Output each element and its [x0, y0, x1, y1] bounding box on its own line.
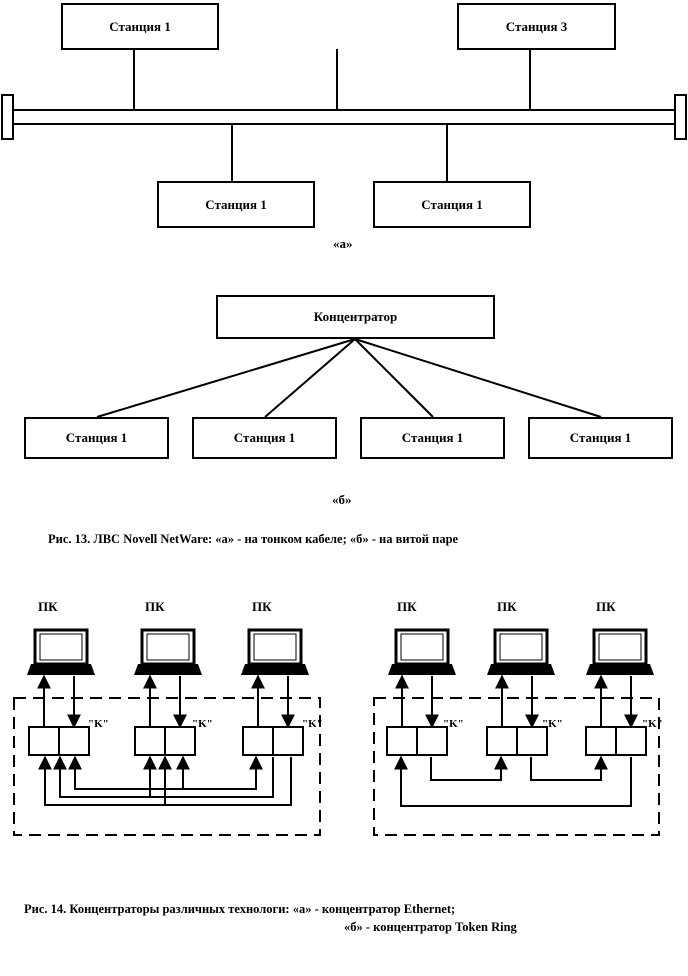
star-links: [96, 338, 602, 418]
port-k-label: "K": [443, 718, 464, 730]
port-blocks: [28, 726, 647, 756]
port-pair: [486, 726, 548, 756]
computer-icon: [241, 628, 309, 675]
pc-label: ПК: [252, 599, 272, 614]
pc-label: ПК: [38, 599, 58, 614]
port-pair: [242, 726, 304, 756]
hub-box: Концентратор: [216, 295, 495, 339]
label-a: «а»: [333, 236, 353, 251]
terminator-left: [1, 94, 14, 140]
station-box-top-right: Станция 3: [457, 3, 616, 50]
ethernet-interconnect: [38, 755, 292, 806]
label-b: «б»: [332, 492, 352, 507]
figure-14-caption-line-1: Рис. 14. Концентраторы различных техноло…: [24, 902, 456, 916]
star-station-3: Станция 1: [360, 417, 505, 459]
hub-enclosure-ethernet: [13, 697, 321, 836]
pc-label: ПК: [497, 599, 517, 614]
port-k-label: "K": [542, 718, 563, 730]
computer-icon: [487, 628, 555, 675]
port-pair: [134, 726, 196, 756]
port-pair: [585, 726, 647, 756]
figure-14-caption-line-2: «б» - концентратор Token Ring: [344, 920, 517, 934]
bus-drop-lines: [133, 49, 531, 181]
terminator-right: [674, 94, 687, 140]
port-pair: [386, 726, 448, 756]
computer-icon: [134, 628, 202, 675]
computer-icon: [586, 628, 654, 675]
hub-enclosure-token-ring: [373, 697, 660, 836]
star-station-4: Станция 1: [528, 417, 673, 459]
computer-icon: [27, 628, 95, 675]
pc-label: ПК: [145, 599, 165, 614]
port-k-label: "K": [88, 718, 109, 730]
port-k-label: "K": [642, 718, 663, 730]
pc-label: ПК: [596, 599, 616, 614]
bus-cable: [12, 109, 676, 125]
figure-13-caption: Рис. 13. ЛВС Novell NetWare: «а» - на то…: [48, 532, 459, 546]
pc-icons: [27, 628, 654, 675]
station-box-top-left: Станция 1: [61, 3, 219, 50]
computer-icon: [388, 628, 456, 675]
port-k-label: "K": [192, 718, 213, 730]
station-box-bottom-right: Станция 1: [373, 181, 531, 228]
pc-label: ПК: [397, 599, 417, 614]
star-station-1: Станция 1: [24, 417, 169, 459]
port-pair: [28, 726, 90, 756]
station-box-bottom-left: Станция 1: [157, 181, 315, 228]
star-station-2: Станция 1: [192, 417, 337, 459]
port-k-label: "K": [302, 718, 323, 730]
pc-port-links: [37, 674, 638, 729]
token-ring-interconnect: [394, 755, 632, 807]
